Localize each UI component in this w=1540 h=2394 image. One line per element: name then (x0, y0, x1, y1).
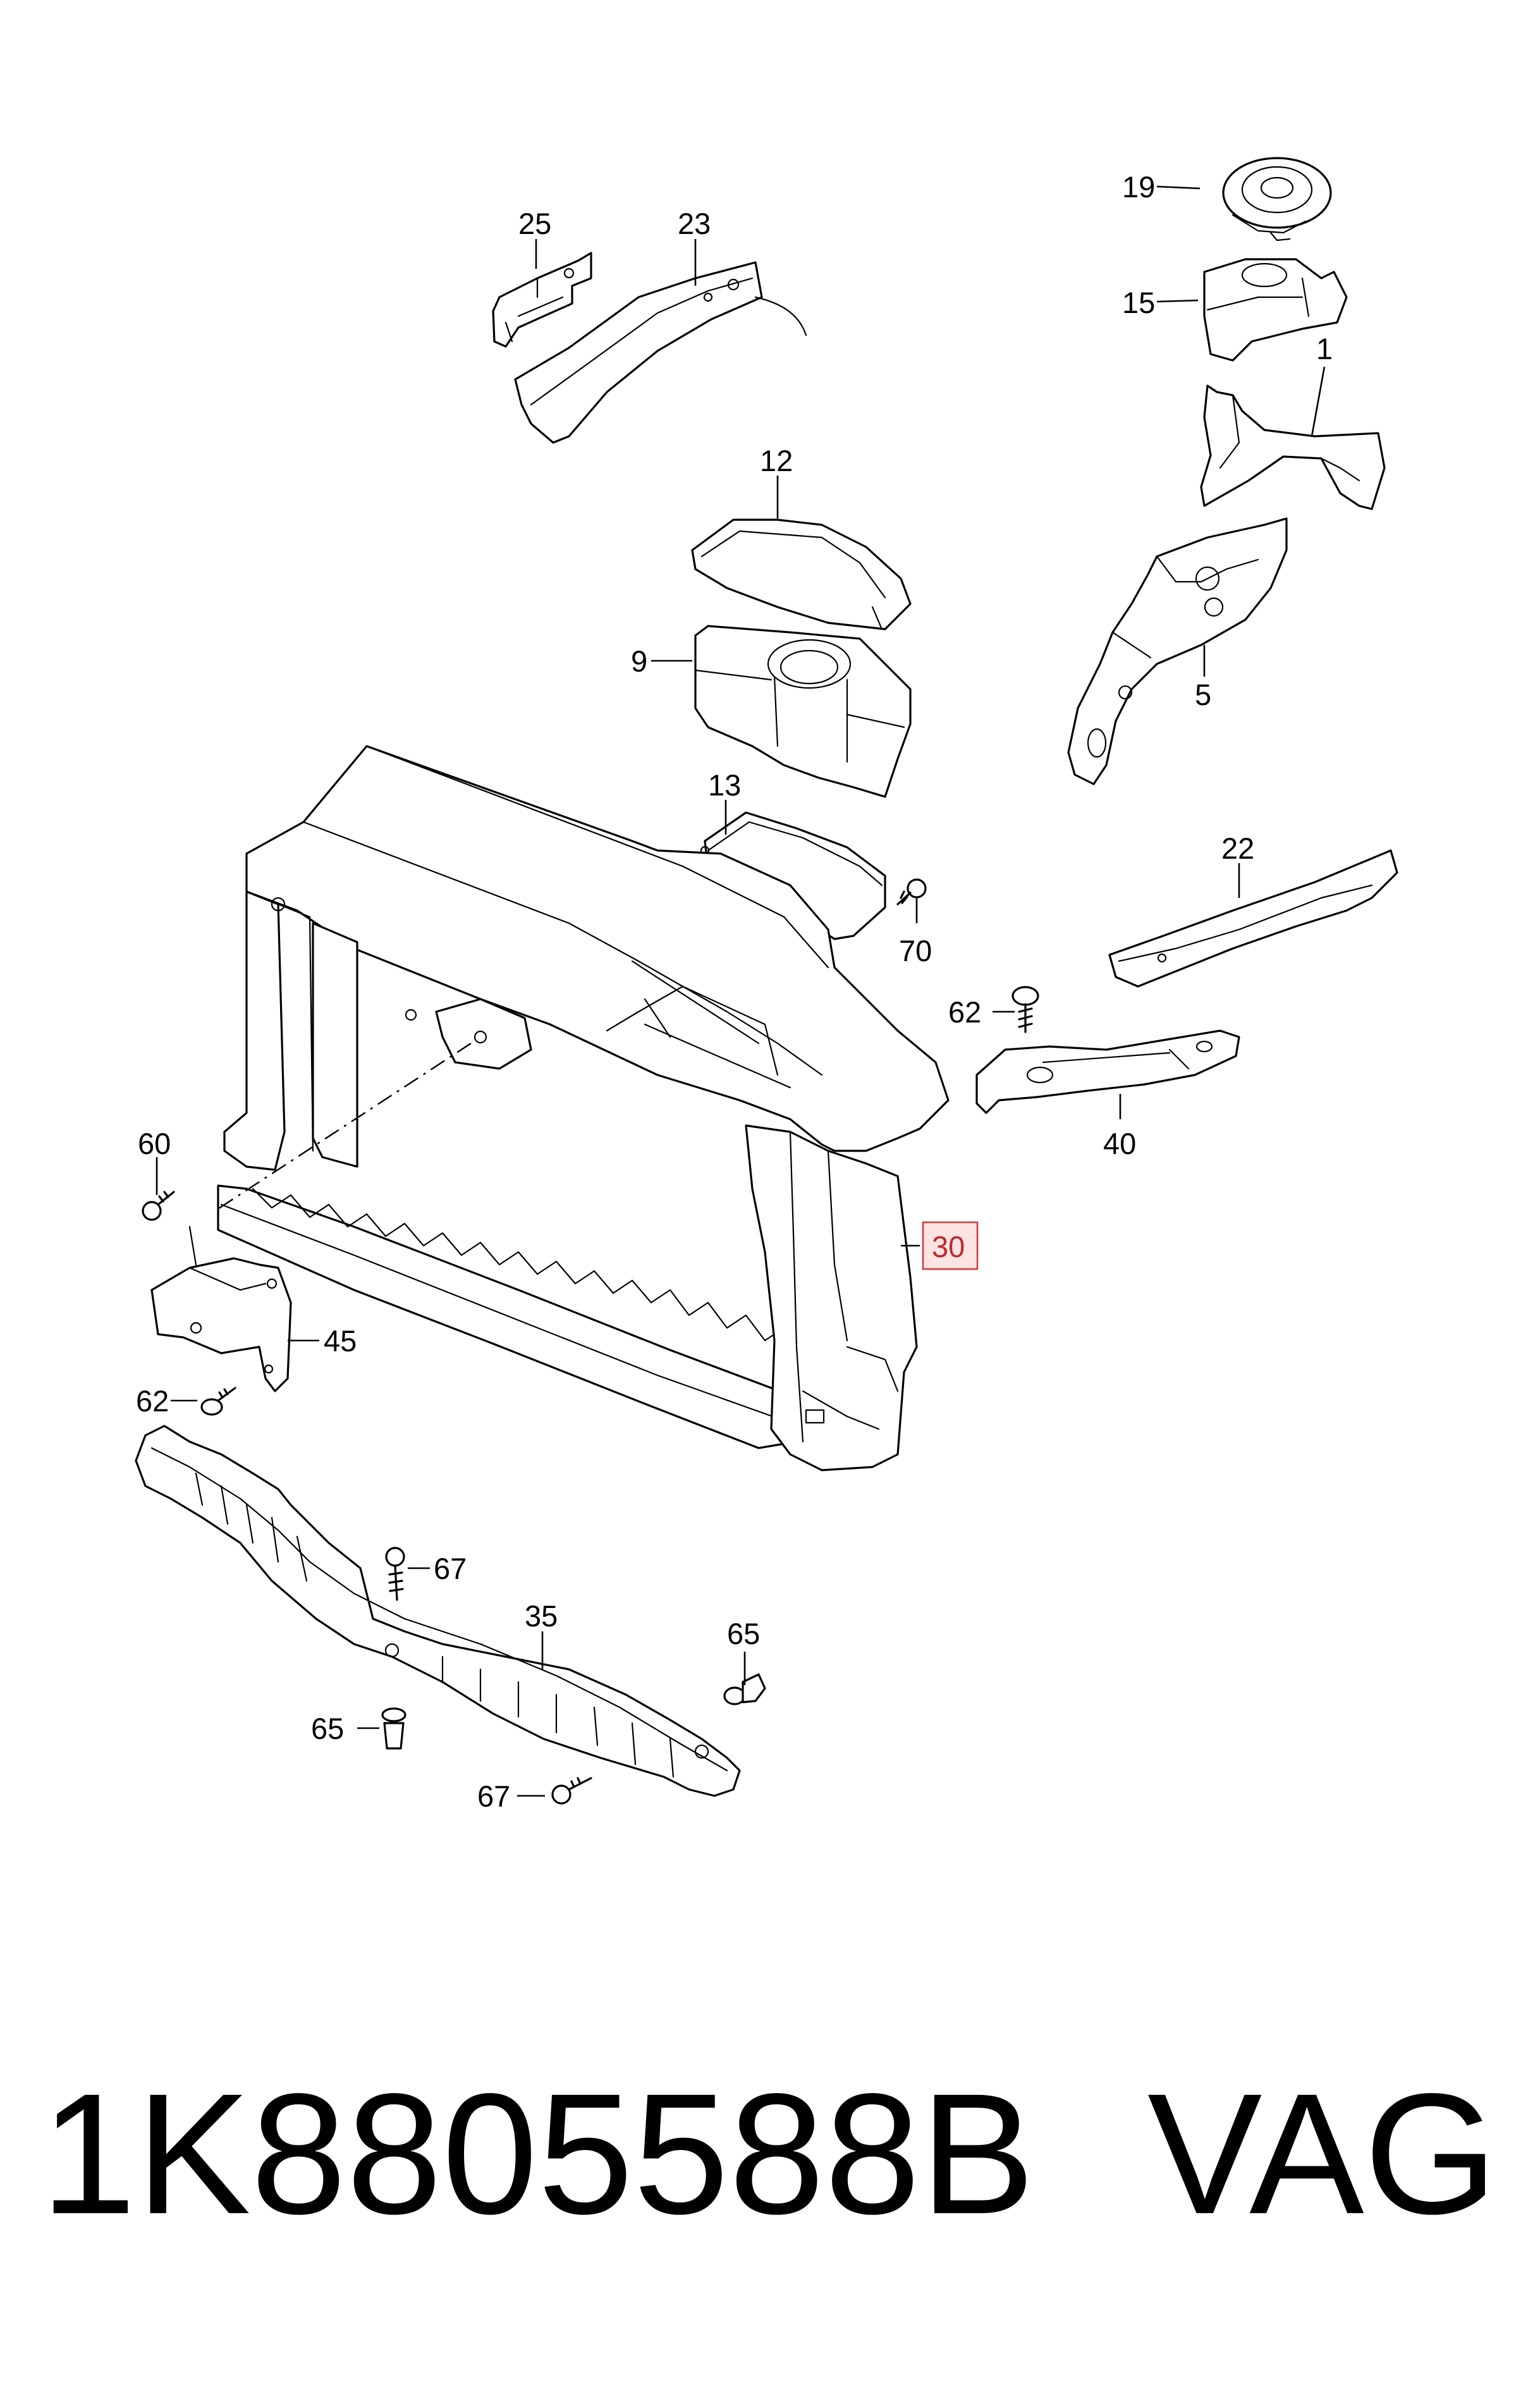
callout-13: 13 (708, 768, 741, 802)
part-70-screw (896, 878, 927, 905)
callout-23: 23 (678, 207, 711, 240)
part-9-air-inlet (694, 625, 912, 798)
part-60-screw (142, 1191, 175, 1221)
part-23-arch-strip (514, 261, 807, 444)
callout-62-lower: 62 (136, 1384, 169, 1418)
highlight-box (922, 1221, 979, 1270)
part-15-strut-tower (1203, 258, 1348, 362)
callout-9: 9 (631, 644, 647, 678)
callout-22: 22 (1221, 832, 1254, 865)
part-1-inner-panel (1200, 384, 1386, 510)
part-35-bumper-guide (135, 1425, 741, 1797)
callout-15: 15 (1122, 286, 1155, 319)
callout-70: 70 (899, 934, 932, 967)
part-65-clip-left (381, 1707, 406, 1750)
part-67-screw-lower (551, 1777, 592, 1805)
callout-labels: 25 23 19 15 1 12 9 5 13 22 70 62 40 60 4… (136, 170, 1333, 1813)
part-19-strut-mount (1222, 157, 1332, 242)
callout-65-right: 65 (727, 1617, 760, 1650)
callout-67-lower: 67 (477, 1779, 510, 1813)
part-22-strip (1108, 849, 1398, 988)
brand-caption: VAG (1147, 2058, 1498, 2250)
callout-65-left: 65 (311, 1712, 344, 1745)
callout-25: 25 (518, 207, 551, 240)
part-45-bracket (150, 1225, 292, 1392)
callout-30-highlight: 30 (922, 1221, 979, 1270)
part-25-bracket (492, 252, 592, 348)
callout-60: 60 (138, 1127, 171, 1160)
part-62-bolt-upper (1011, 986, 1039, 1033)
part-12-air-duct (691, 519, 912, 630)
callout-35: 35 (525, 1599, 558, 1633)
callout-67-upper: 67 (434, 1552, 467, 1585)
callout-30: 30 (932, 1230, 965, 1263)
callout-45: 45 (324, 1324, 357, 1358)
part-62-bolt-lower (200, 1387, 236, 1416)
part-65-clip-right (723, 1673, 766, 1705)
part-number-caption: 1K8805588B (40, 2058, 1036, 2250)
callout-5: 5 (1195, 678, 1211, 711)
callout-12: 12 (760, 444, 793, 477)
part-5-side-member (1067, 517, 1288, 785)
callout-19: 19 (1122, 170, 1155, 204)
callout-40: 40 (1103, 1127, 1136, 1160)
part-30-lock-carrier (214, 745, 950, 1471)
callout-1: 1 (1316, 332, 1333, 365)
part-67-screw-upper (385, 1547, 405, 1601)
callout-62-upper: 62 (948, 995, 981, 1029)
part-40-bracket (975, 1029, 1240, 1114)
leader-lines (156, 185, 1326, 1797)
